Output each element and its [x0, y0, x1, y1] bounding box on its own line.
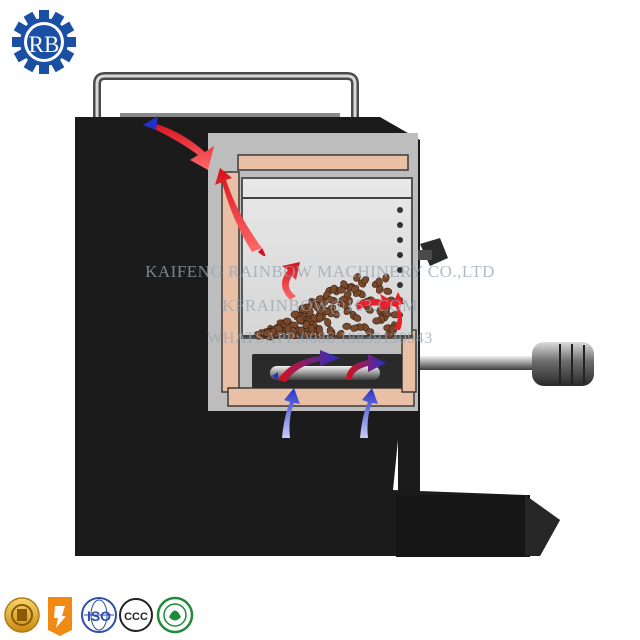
- coffee-beans: [254, 273, 400, 341]
- control-knob[interactable]: [532, 342, 594, 386]
- coffee-bean: [290, 310, 300, 318]
- drum-vent-hole: [397, 252, 403, 258]
- base-step: [396, 495, 530, 557]
- coffee-bean: [326, 326, 334, 336]
- coffee-bean: [350, 324, 360, 332]
- coffee-bean: [298, 304, 307, 313]
- coffee-bean: [383, 287, 393, 295]
- watermark-whatsapp: WHATSAPP:0086 18839130943: [207, 330, 433, 347]
- iso-label: ISO: [87, 608, 111, 624]
- coffee-bean: [375, 285, 384, 294]
- coffee-bean: [326, 296, 336, 304]
- gear-tooth: [12, 37, 22, 47]
- intake-arrow-right: [360, 388, 378, 438]
- rising-air-arrow: [215, 168, 262, 252]
- ccc-icon: CCC: [119, 598, 153, 632]
- gold-medal-icon: [4, 597, 40, 633]
- watermark-company: KAIFENG RAINBOW MACHINERY CO.,LTD: [145, 262, 495, 281]
- gear-tooth: [39, 10, 49, 20]
- drum-vent-hole: [397, 207, 403, 213]
- airflow-arrows: [143, 116, 404, 438]
- iso-icon: ISO: [81, 597, 117, 633]
- coffee-bean: [352, 314, 362, 322]
- coffee-bean: [302, 320, 310, 330]
- heater-air-arrow: [278, 350, 340, 382]
- logo-text: RB: [29, 32, 60, 57]
- coffee-bean: [375, 277, 383, 287]
- coffee-bean: [382, 309, 392, 318]
- drum-vent-hole: [397, 267, 403, 273]
- gear-tooth: [66, 37, 76, 47]
- drum-shaft: [420, 356, 535, 370]
- coffee-bean: [308, 324, 316, 334]
- coffee-bean: [254, 331, 262, 340]
- coffee-bean: [353, 273, 361, 282]
- drum-vent-hole: [397, 222, 403, 228]
- coffee-bean: [342, 322, 352, 330]
- rb-logo: RB: [12, 10, 76, 74]
- ccc-label: CCC: [124, 611, 148, 623]
- exhaust-arrow: [150, 122, 214, 170]
- coffee-bean: [336, 286, 346, 294]
- coffee-bean: [287, 330, 296, 340]
- top-handle: [93, 72, 359, 118]
- coffee-bean: [340, 300, 349, 309]
- coffee-bean: [361, 276, 370, 285]
- coffee-bean: [372, 317, 382, 325]
- side-lever[interactable]: [418, 238, 448, 266]
- coffee-bean: [329, 284, 338, 294]
- insulation-panels: [221, 154, 417, 407]
- orange-badge-icon: [48, 597, 72, 636]
- drum-vent-hole: [397, 282, 403, 288]
- green-seal-icon: [156, 596, 194, 634]
- intake-arrow-left: [282, 388, 300, 438]
- coffee-bean: [263, 328, 272, 337]
- certification-row: ISO CCC: [4, 596, 194, 636]
- coffee-bean: [382, 273, 390, 283]
- coffee-bean: [336, 329, 345, 339]
- watermark-email: KFRAINBOW@163.COM: [222, 296, 418, 315]
- coffee-bean: [316, 307, 326, 315]
- coffee-bean: [388, 324, 397, 334]
- drum-hot-air-arrow: [281, 262, 300, 300]
- coffee-bean: [365, 328, 375, 336]
- coffee-bean: [350, 284, 360, 293]
- coffee-bean: [324, 317, 332, 327]
- gear-tooth: [39, 64, 49, 74]
- drum-vent-hole: [397, 237, 403, 243]
- coffee-bean: [365, 306, 374, 314]
